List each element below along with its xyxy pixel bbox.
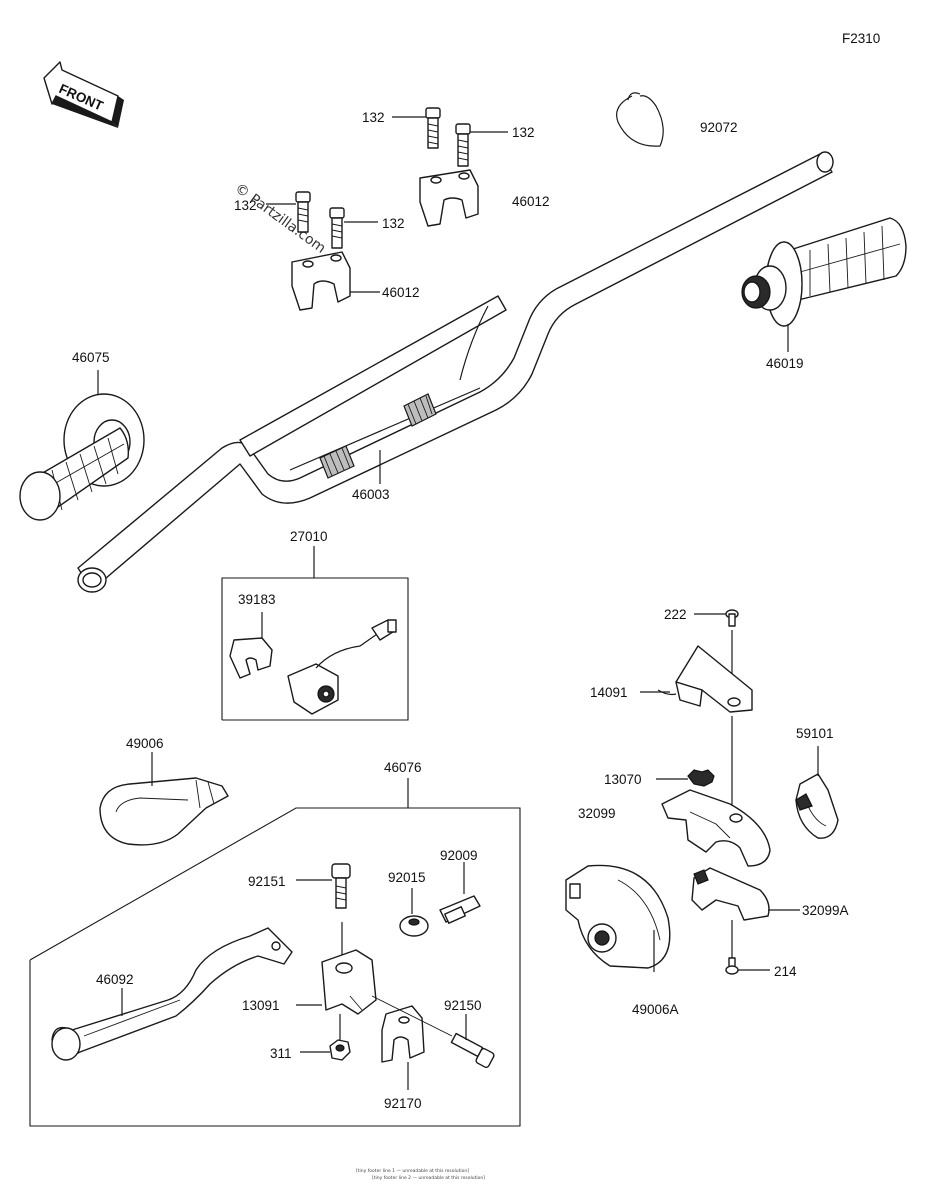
label-46003: 46003 xyxy=(352,487,390,502)
diagram-code: F2310 xyxy=(842,31,880,46)
box-46076 xyxy=(29,807,521,1127)
label-92150: 92150 xyxy=(444,998,482,1013)
label-27010: 27010 xyxy=(290,529,328,544)
label-92009: 92009 xyxy=(440,848,478,863)
lever-bracket-13091 xyxy=(321,949,377,1015)
label-46012-b: 46012 xyxy=(382,285,420,300)
label-46092: 46092 xyxy=(96,972,134,987)
label-49006A: 49006A xyxy=(632,1002,679,1017)
cover-14091 xyxy=(657,645,753,713)
throttle-housing-32099 xyxy=(661,789,771,867)
label-59101: 59101 xyxy=(796,726,834,741)
label-92170: 92170 xyxy=(384,1096,422,1111)
label-132-b: 132 xyxy=(512,125,535,140)
label-222: 222 xyxy=(664,607,687,622)
watermark: © Partzilla.com xyxy=(232,180,329,256)
clamp-46012-upper xyxy=(419,169,479,227)
footer-line-1: [tiny footer line 1 — unreadable at this… xyxy=(356,1168,469,1174)
kill-switch-27010 xyxy=(287,619,397,715)
label-13070: 13070 xyxy=(604,772,642,787)
bolt-132-d xyxy=(329,207,345,249)
pivot-bolt-92151 xyxy=(331,863,351,909)
throttle-grip-46019 xyxy=(741,217,907,327)
clip-92072 xyxy=(616,92,664,147)
throttle-housing-lower-32099A xyxy=(691,867,770,921)
label-132-c: 132 xyxy=(234,198,257,213)
label-311: 311 xyxy=(270,1046,292,1061)
footer-line-2: [tiny footer line 2 — unreadable at this… xyxy=(372,1175,485,1181)
label-13091: 13091 xyxy=(242,998,280,1013)
label-32099: 32099 xyxy=(578,806,616,821)
bolt-132-a xyxy=(425,107,441,149)
housing-cover-49006A xyxy=(565,864,671,969)
cable-clip-59101 xyxy=(795,773,839,839)
label-46019: 46019 xyxy=(766,356,804,371)
label-39183: 39183 xyxy=(238,592,276,607)
screw-222 xyxy=(725,609,739,627)
label-49006: 49006 xyxy=(126,736,164,751)
clamp-92170 xyxy=(381,1005,425,1063)
label-92015: 92015 xyxy=(388,870,426,885)
lever-cover-49006 xyxy=(99,777,229,846)
washer-92015 xyxy=(399,915,429,937)
front-arrow-icon: FRONT xyxy=(43,61,124,128)
left-grip-46075 xyxy=(19,393,145,521)
switch-bracket-39183 xyxy=(229,637,273,679)
label-46075: 46075 xyxy=(72,350,110,365)
label-214: 214 xyxy=(774,964,797,979)
nut-311 xyxy=(329,1039,351,1061)
label-46076: 46076 xyxy=(384,760,422,775)
pulley-13070 xyxy=(687,769,715,787)
adjuster-92009 xyxy=(439,895,481,924)
box-27010 xyxy=(221,577,409,721)
label-32099A: 32099A xyxy=(802,903,849,918)
bolt-132-c xyxy=(295,191,311,233)
label-132-a: 132 xyxy=(362,110,385,125)
bolt-132-b xyxy=(455,123,471,167)
clutch-lever-46092 xyxy=(51,927,293,1061)
label-132-d: 132 xyxy=(382,216,405,231)
clamp-46012-lower xyxy=(291,251,351,311)
label-92072: 92072 xyxy=(700,120,738,135)
bolt-92150 xyxy=(450,1032,495,1068)
screw-214 xyxy=(725,957,739,975)
handlebar-46003 xyxy=(77,151,834,593)
label-46012-a: 46012 xyxy=(512,194,550,209)
label-14091: 14091 xyxy=(590,685,628,700)
label-92151: 92151 xyxy=(248,874,286,889)
